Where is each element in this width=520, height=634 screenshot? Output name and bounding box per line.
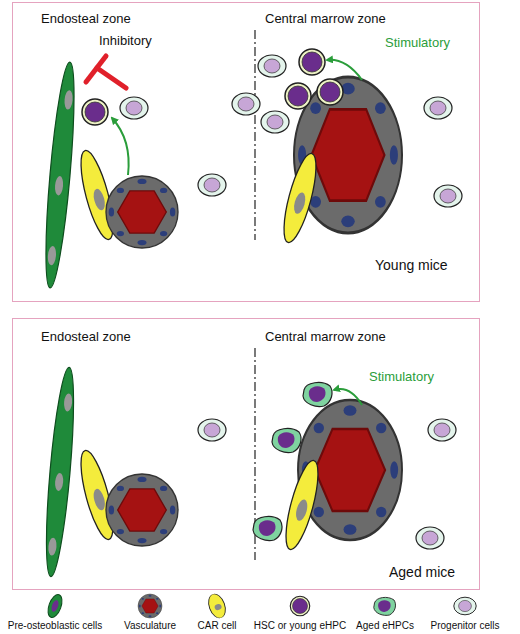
legend-label: CAR cell — [198, 620, 237, 632]
panel: Endosteal zone Central marrow zoneInhibit… — [12, 2, 480, 302]
legend-label: Progenitor cells — [431, 620, 500, 632]
panel-label: Inhibitory — [99, 33, 152, 49]
legend-label: Aged eHPCs — [356, 620, 414, 632]
panel-label: Endosteal zone — [41, 329, 131, 345]
panel-label: Young mice — [375, 257, 448, 273]
panel-label: Central marrow zone — [265, 329, 386, 345]
panel-label: Endosteal zone — [41, 11, 131, 27]
legend-label: HSC or young eHPC — [254, 620, 346, 632]
panel-label: Stimulatory — [369, 369, 434, 385]
legend-label: Pre-osteoblastic cells — [8, 620, 102, 632]
legend-label: Vasculature — [124, 620, 176, 632]
panel-label: Stimulatory — [385, 35, 450, 51]
panel-label: Central marrow zone — [265, 11, 386, 27]
panel-label: Aged mice — [389, 564, 455, 580]
panel: Endosteal zone Central marrow zoneStimula… — [12, 318, 480, 590]
